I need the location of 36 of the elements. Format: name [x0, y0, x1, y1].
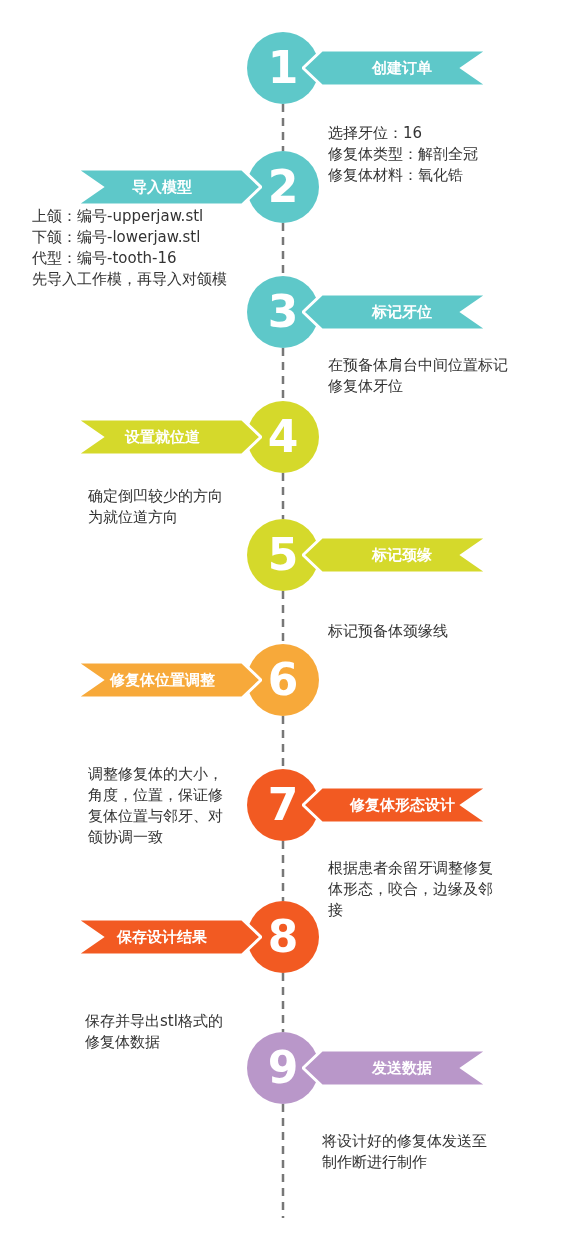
step-description: 先导入工作模，再导入对颌模: [32, 269, 228, 290]
step-title: 修复体位置调整: [108, 670, 216, 691]
dashed-connector: [281, 1104, 285, 1218]
step-title: 设置就位道: [123, 427, 201, 448]
step-title: 标记牙位: [370, 302, 433, 323]
step-description: 在预备体肩台中间位置标记修复体牙位: [328, 355, 509, 397]
step-description: 代型：编号-tooth-16: [32, 248, 178, 269]
step-description: 确定倒凹较少的方向为就位道方向: [88, 486, 224, 528]
step-title: 标记颈缘: [370, 545, 433, 566]
step-description: 上颌：编号-upperjaw.stl: [32, 206, 205, 227]
step-title: 导入模型: [131, 177, 193, 198]
step-number-circle: 6: [247, 644, 319, 716]
step-description: 根据患者余留牙调整修复体形态，咬合，边缘及邻接: [328, 858, 494, 921]
dashed-connector: [281, 473, 285, 519]
dashed-connector: [281, 591, 285, 644]
step-number-circle: 4: [247, 401, 319, 473]
step-title: 保存设计结果: [115, 927, 208, 948]
dashed-connector: [281, 716, 285, 769]
step-title: 修复体形态设计: [348, 795, 456, 816]
step-description: 调整修复体的大小，角度，位置，保证修复体位置与邻牙、对颌协调一致: [88, 764, 224, 848]
step-title: 创建订单: [371, 58, 433, 79]
step-description: 修复体材料：氧化锆: [328, 165, 464, 186]
step-description: 修复体类型：解剖全冠: [328, 144, 479, 165]
dashed-connector: [281, 104, 285, 151]
step-description: 下颌：编号-lowerjaw.stl: [32, 227, 202, 248]
dashed-connector: [281, 223, 285, 276]
dashed-connector: [281, 973, 285, 1032]
step-number-circle: 2: [247, 151, 319, 223]
step-description: 将设计好的修复体发送至制作断进行制作: [322, 1131, 488, 1173]
step-description: 保存并导出stl格式的修复体数据: [85, 1011, 224, 1053]
dashed-connector: [281, 841, 285, 901]
step-description: 标记预备体颈缘线: [328, 621, 449, 642]
step-title: 发送数据: [371, 1058, 433, 1079]
dashed-connector: [281, 348, 285, 401]
step-description: 选择牙位：16: [328, 123, 424, 144]
step-number-circle: 8: [247, 901, 319, 973]
